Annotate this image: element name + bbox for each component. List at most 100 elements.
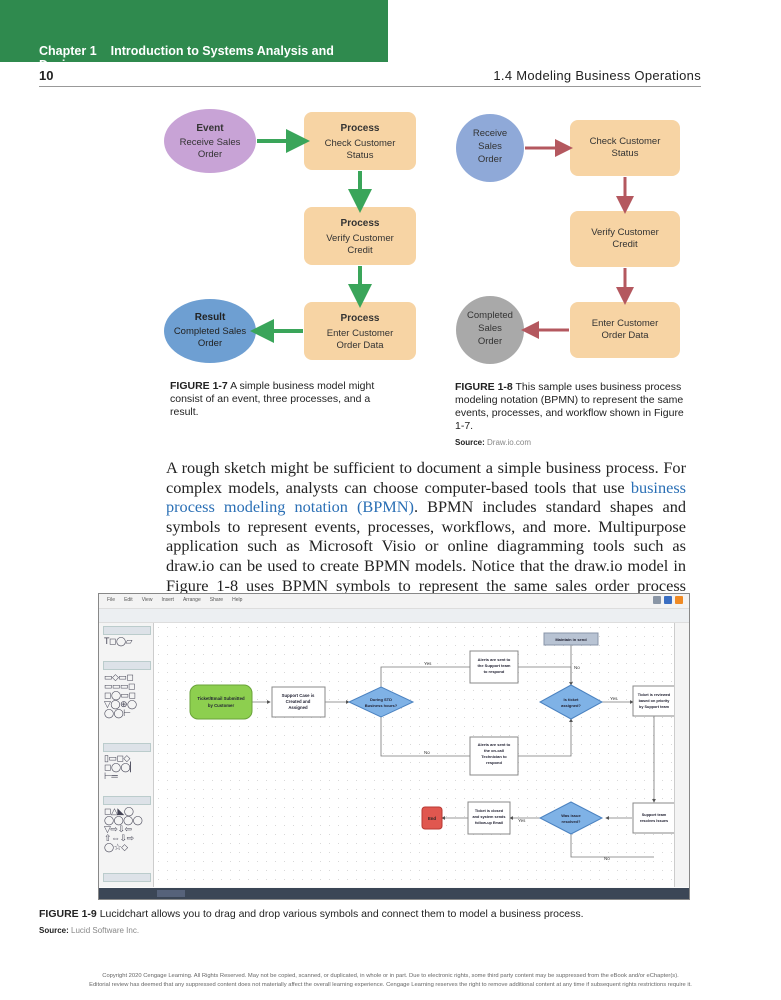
bpmn-process-1-node [570,120,680,176]
flow-reviewed-text-2: based on priority [639,699,671,703]
result-text-2: Order [198,338,222,349]
process-3-label: Process [341,313,380,324]
bpmn-process-2-text-1: Verify Customer [591,227,659,238]
process-1-label: Process [341,123,380,134]
flow-decision-3-text-2: resolved? [562,819,581,824]
figure-1-7-caption: FIGURE 1-7 A simple business model might… [170,380,390,419]
flow-resolves-node [632,802,676,834]
page-tab[interactable] [157,890,185,897]
process-2-text-2: Credit [347,245,373,256]
process-2-label: Process [341,218,380,229]
bpmn-process-3-node [570,302,680,358]
fig7-caption-number: FIGURE 1-7 [170,380,228,392]
flow-end-node [421,806,443,830]
flow-alert-oncall-node [469,736,519,776]
flow-decision-1-text-2: Business hours? [365,703,398,708]
process-1-node [304,112,416,170]
standard-shapes: T◻◯▱ [104,636,132,646]
flow-decision-3 [538,801,604,835]
flow-alert-oncall-text-2: the on-call [484,748,504,753]
result-label: Result [195,312,226,323]
bpmn-start-text-2: Sales [478,141,502,152]
flow-case-text-3: Assigned [288,705,308,710]
flow-reviewed-node [632,685,676,717]
flow-decision-2-text-1: Is ticket [564,697,580,702]
process-3-text-2: Order Data [337,340,385,351]
bpmn-process-2-node [570,211,680,267]
fig9-caption-number: FIGURE 1-9 [39,908,97,920]
flow-alert-oncall-text-4: respond [486,760,502,765]
diagram-canvas[interactable]: Ticket/Email Submitted by Customer Suppo… [154,623,676,887]
fig8-caption-number: FIGURE 1-8 [455,381,513,393]
result-text-1: Completed Sales [174,326,247,337]
result-node [164,299,256,363]
flow-case-node [271,686,326,718]
figure-1-8-caption: FIGURE 1-8 This sample uses business pro… [455,381,690,449]
chapter-label: Chapter 1 [39,44,97,58]
bpmn-term: business process modeling notation (BPMN… [166,477,686,517]
chapter-title: Introduction to Systems Analysis and Des… [39,44,334,72]
flow-reviewed-text-1: Ticket is reviewed [638,693,671,697]
library-section-5 [103,873,151,882]
header-buttons [653,596,683,604]
process-1-text-2: Status [347,150,374,161]
edge-no-3: No [604,856,610,861]
flow-decision-3-text-1: Was issue [561,813,581,818]
app-toolbar [99,608,689,623]
event-text-1: Receive Sales [180,137,241,148]
bpmn-end-text-1: Completed [467,310,513,321]
flow-resolves-text-2: resolves Issues [640,819,668,823]
bpmn-process-1-text-1: Check Customer [590,136,661,147]
flow-start-node [189,684,253,720]
header-button-1 [653,596,661,604]
bpmn-end-text-3: Order [478,336,502,347]
process-3-node [304,302,416,360]
right-toolbar [674,623,689,887]
figure-1-7-diagram: Event Receive Sales Order Process Check … [164,109,416,363]
flow-alert-oncall-text-1: Alerts are sent to [478,742,511,747]
flow-closed-text-3: follow-up Email [475,821,503,825]
header-rule [39,86,701,87]
library-section-3 [103,743,151,752]
shape-set: ◻△◣◯◯◯◯◯▽⇨⇩⇦⇧⇔⇩⇨◯☆◇ [104,806,143,852]
flow-start-text-2: by Customer [208,703,235,708]
flow-end-text: End [428,816,436,821]
library-section-1 [103,626,151,635]
bpmn-end-node [456,296,524,364]
flow-decision-1-text-1: During STD [370,697,392,702]
flow-start-text-1: Ticket/Email Submitted [197,696,245,701]
event-text-2: Order [198,149,222,160]
fig8-caption-text: This sample uses business process modeli… [455,381,684,432]
flow-alert-team-text-2: the Support team [478,663,511,668]
event-label: Event [196,123,224,134]
fig9-caption-text: Lucidchart allows you to drag and drop v… [99,908,584,920]
header-button-3 [675,596,683,604]
flow-alert-team-node [469,650,519,684]
bpmn-process-2-text-2: Credit [612,239,638,250]
flow-case-text-1: Support Case is [282,693,315,698]
container-shapes: ▯▭◻◇◻◯◯▏⊢═ [104,753,137,781]
flow-alert-team-text-3: to respond [484,669,505,674]
figure-1-9-caption: FIGURE 1-9 Lucidchart allows you to drag… [39,908,719,937]
flow-maintain-text: Maintain in send [555,637,587,642]
page-number: 10 [39,68,54,83]
flowchart-shapes: ▭◇▭◻▭▭▭◻◻◯▭◻▽◯⊕◯◯◯⊢ [104,672,137,718]
flowchart: Ticket/Email Submitted by Customer Suppo… [189,632,676,861]
fig9-source: Source: Lucid Software Inc. [39,926,140,935]
flow-closed-text-1: Ticket is closed [475,809,504,813]
process-3-text-1: Enter Customer [327,328,394,339]
bpmn-process-3-text-1: Enter Customer [592,318,659,329]
process-1-text-1: Check Customer [325,138,396,149]
flow-decision-1 [347,686,415,718]
shape-library-panel: T◻◯▱ ▭◇▭◻▭▭▭◻◻◯▭◻▽◯⊕◯◯◯⊢ ▯▭◻◇◻◯◯▏⊢═ ◻△◣◯… [99,623,154,887]
app-statusbar [99,888,689,899]
copyright-footer: Copyright 2020 Cengage Learning. All Rig… [89,973,692,988]
edge-yes-1: Yes [424,661,432,666]
flow-decision-2-text-2: assigned? [561,703,581,708]
section-heading: 1.4 Modeling Business Operations [493,68,701,83]
flow-alert-oncall-text-3: Technician to [481,754,507,759]
